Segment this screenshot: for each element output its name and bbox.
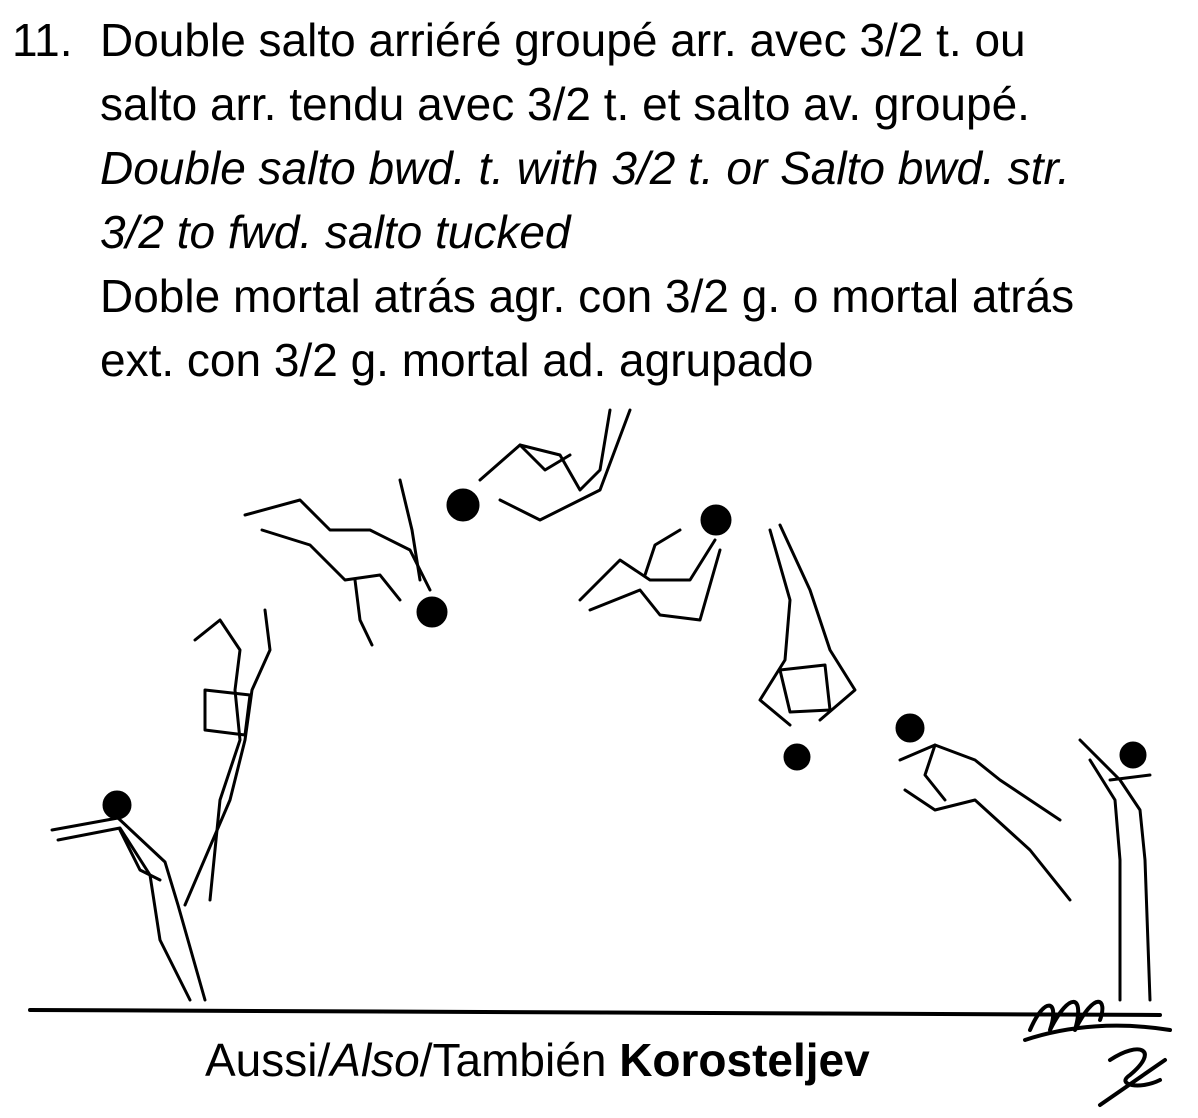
gymnast-figure-3 <box>245 480 430 645</box>
gymnast-figure-4 <box>480 410 630 520</box>
gymnast-figure-2 <box>185 610 270 905</box>
caption-aussi: Aussi/ <box>205 1034 330 1086</box>
gymnast-head-8 <box>1121 743 1145 767</box>
gymnast-head-4 <box>448 490 478 520</box>
floor-line <box>30 1010 1160 1015</box>
gymnast-head-3 <box>418 598 446 626</box>
gymnast-head-1 <box>104 792 130 818</box>
gymnast-head-7 <box>897 715 923 741</box>
gymnast-head-6 <box>785 745 809 769</box>
caption-also: Also <box>330 1034 419 1086</box>
caption: Aussi/Also/También Korosteljev <box>205 1030 870 1090</box>
gymnast-figure-1 <box>52 818 205 1000</box>
gymnast-figure-6 <box>760 525 855 725</box>
gymnast-figure-7 <box>900 745 1070 900</box>
gymnast-head-5 <box>702 506 730 534</box>
element-name: Korosteljev <box>619 1034 870 1086</box>
caption-tambien: /También <box>420 1034 619 1086</box>
judging-symbol-icon <box>1025 1002 1170 1105</box>
gymnast-figure-8 <box>1080 740 1150 1000</box>
gymnast-figure-5 <box>580 530 720 620</box>
